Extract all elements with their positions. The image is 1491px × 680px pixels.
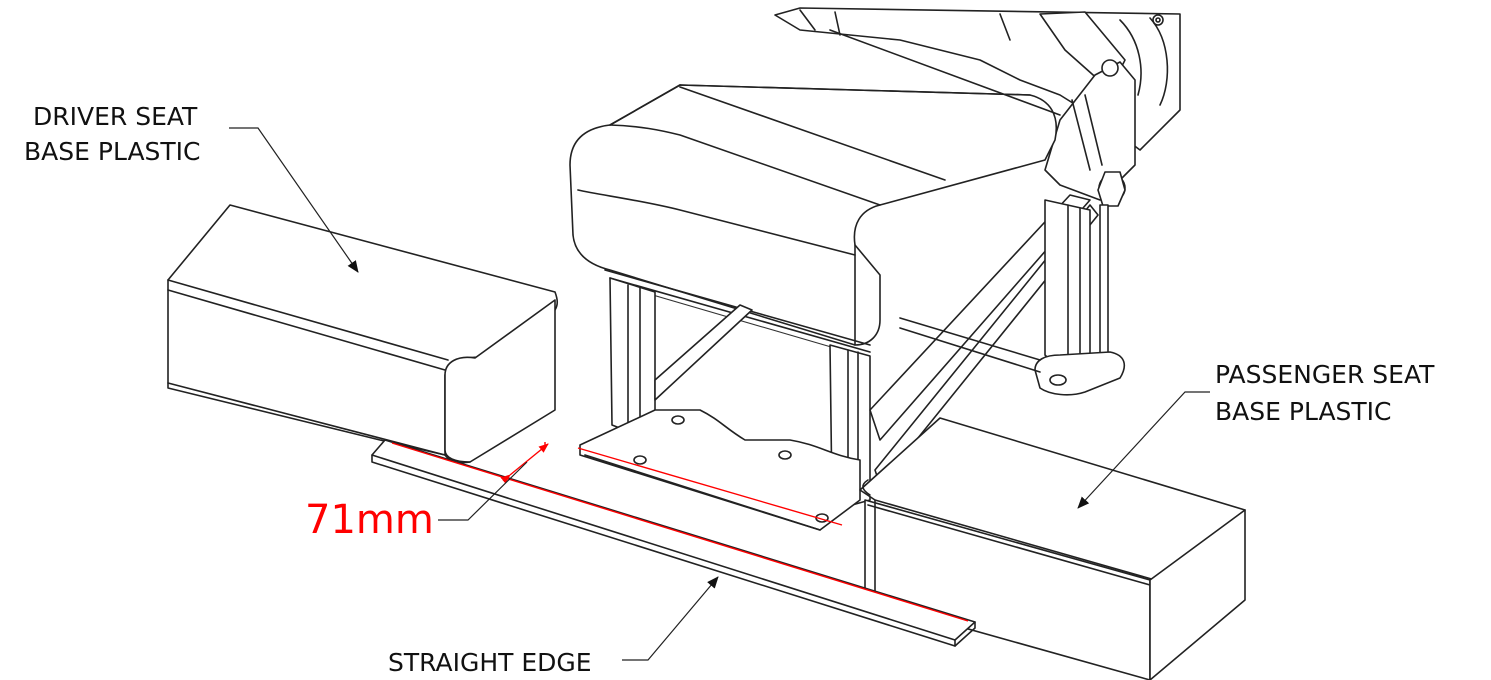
- driver-seat-base-block: [167, 204, 559, 464]
- straight-edge-leader: [622, 576, 719, 661]
- seat-cushion: [569, 29, 1061, 357]
- hinge-bracket: [1039, 11, 1136, 207]
- passenger-seat-base-block: [859, 417, 1246, 680]
- driver-label-leader: [229, 127, 359, 273]
- straight-edge-reference-line: [391, 442, 969, 622]
- driver-label-line2: BASE PLASTIC: [24, 137, 201, 166]
- straight-edge-label: STRAIGHT EDGE: [388, 576, 719, 677]
- straight-edge-label-text: STRAIGHT EDGE: [388, 648, 592, 677]
- driver-seat-label: DRIVER SEAT BASE PLASTIC: [24, 102, 359, 273]
- dimension-71mm: 71mm: [305, 442, 969, 622]
- dimension-value-text: 71mm: [305, 497, 434, 543]
- passenger-label-line2: BASE PLASTIC: [1215, 397, 1392, 426]
- passenger-label-line1: PASSENGER SEAT: [1215, 360, 1435, 389]
- straight-edge-bar: [371, 439, 976, 647]
- driver-label-line1: DRIVER SEAT: [33, 102, 198, 131]
- dimension-arrow: [500, 443, 549, 484]
- seat-frame: [579, 194, 1126, 531]
- frame-reference-line: [577, 447, 843, 526]
- dimension-leader: [438, 461, 528, 521]
- passenger-seat-label: PASSENGER SEAT BASE PLASTIC: [1077, 360, 1435, 509]
- passenger-label-leader: [1077, 391, 1210, 509]
